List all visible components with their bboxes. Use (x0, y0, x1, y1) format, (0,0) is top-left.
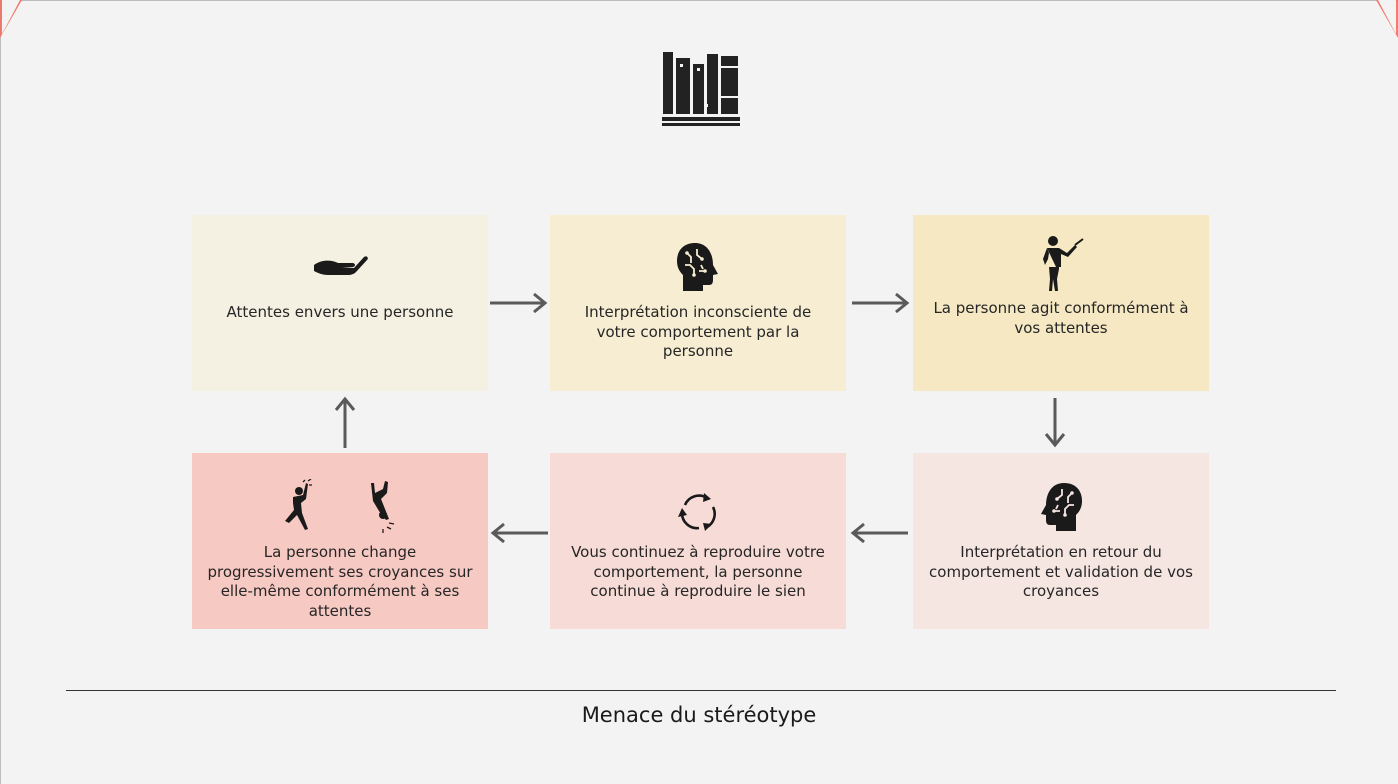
step-label: La personne change progressivement ses c… (207, 543, 473, 620)
books-icon (662, 52, 740, 126)
step-feedback-validation: Interprétation en retour du comportement… (913, 453, 1209, 629)
diagram-caption: Menace du stéréotype (581, 703, 817, 727)
step-belief-change: La personne change progressivement ses c… (192, 453, 488, 629)
arrow-right (852, 292, 910, 314)
step-label: Vous continuez à reproduire votre compor… (571, 543, 825, 600)
step-label: La personne agit conformément à vos atte… (933, 299, 1189, 337)
step-label: Interprétation inconsciente de votre com… (584, 303, 812, 360)
corner-mask-right (1378, 0, 1396, 34)
brain-head-icon (1038, 481, 1084, 533)
figure-pointing-icon (1037, 233, 1085, 293)
hand-icon (312, 247, 368, 277)
step-person-acts: La personne agit conformément à vos atte… (913, 215, 1209, 391)
arrow-right (490, 292, 548, 314)
step-expectations: Attentes envers une personne (192, 215, 488, 391)
cycle-arrows-icon (677, 489, 719, 533)
step-continue-reproduce: Vous continuez à reproduire votre compor… (550, 453, 846, 629)
step-label: Attentes envers une personne (226, 303, 454, 321)
brain-head-icon (675, 241, 721, 293)
rising-falling-figures-icon (275, 479, 405, 535)
arrow-down (1044, 398, 1066, 448)
arrow-left (850, 522, 908, 544)
arrow-up (334, 396, 356, 448)
step-unconscious-interpretation: Interprétation inconsciente de votre com… (550, 215, 846, 391)
step-label: Interprétation en retour du comportement… (929, 543, 1193, 600)
corner-mask-left (2, 0, 20, 34)
arrow-left (490, 522, 548, 544)
caption-divider (66, 690, 1336, 691)
